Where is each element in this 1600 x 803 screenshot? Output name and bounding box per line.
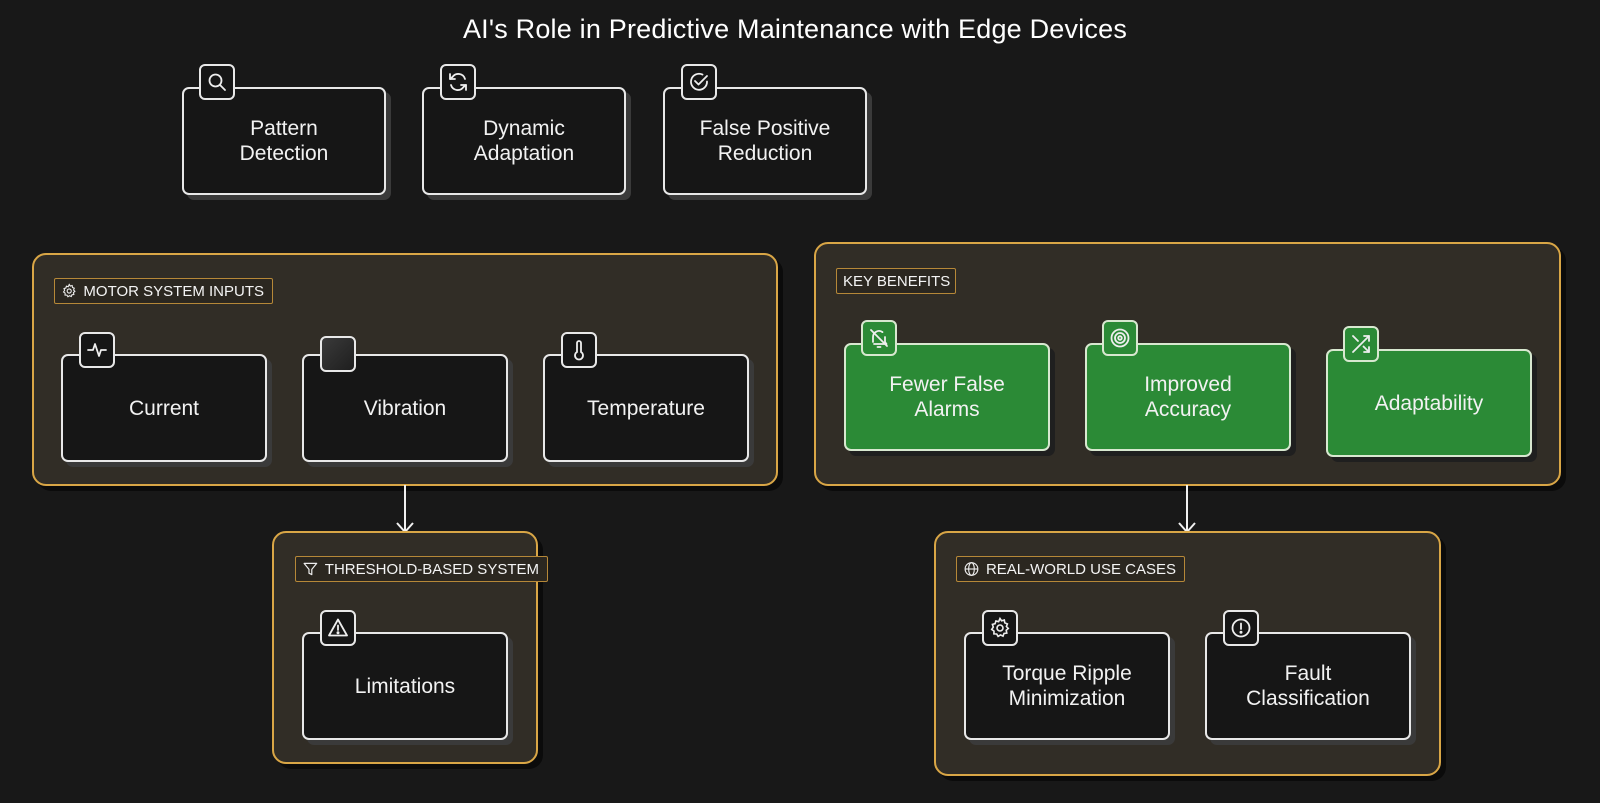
input-label: Current <box>128 396 200 420</box>
alert-circle-icon <box>1223 610 1259 646</box>
use-case-label: Fault Classification <box>1246 662 1370 710</box>
motor-system-inputs-label: MOTOR SYSTEM INPUTS <box>54 278 273 304</box>
arrow-inputs-to-threshold <box>396 485 414 533</box>
input-label: Temperature <box>587 396 705 420</box>
capability-card-dynamic-adaptation: Dynamic Adaptation <box>422 87 626 195</box>
shuffle-icon <box>1343 326 1379 362</box>
bell-off-icon <box>861 320 897 356</box>
threshold-based-system-label: THRESHOLD-BASED SYSTEM <box>295 556 548 582</box>
input-card-current: Current <box>61 354 267 462</box>
use-case-card-fault-classification: Fault Classification <box>1205 632 1411 740</box>
limitations-card: Limitations <box>302 632 508 740</box>
search-icon <box>199 64 235 100</box>
benefit-card-adaptability: Adaptability <box>1326 349 1532 457</box>
key-benefits-label: KEY BENEFITS <box>836 268 956 294</box>
square-icon <box>320 336 356 372</box>
use-case-card-torque-ripple-minimization: Torque Ripple Minimization <box>964 632 1170 740</box>
warning-icon <box>320 610 356 646</box>
thermometer-icon <box>561 332 597 368</box>
capability-card-pattern-detection: Pattern Detection <box>182 87 386 195</box>
limitations-label: Limitations <box>354 674 456 698</box>
real-world-use-cases-label: REAL-WORLD USE CASES <box>956 556 1185 582</box>
filter-icon <box>303 562 318 576</box>
arrow-benefits-to-use-cases <box>1178 485 1196 533</box>
benefit-label: Adaptability <box>1374 391 1484 415</box>
capability-card-false-positive-reduction: False Positive Reduction <box>663 87 867 195</box>
diagram-title: AI's Role in Predictive Maintenance with… <box>462 14 1128 44</box>
target-icon <box>1102 320 1138 356</box>
benefit-label: Improved Accuracy <box>1144 373 1232 421</box>
benefit-card-improved-accuracy: Improved Accuracy <box>1085 343 1291 451</box>
gear-icon <box>982 610 1018 646</box>
capability-label: False Positive Reduction <box>699 117 831 165</box>
check-circle-icon <box>681 64 717 100</box>
gear-icon <box>62 283 76 298</box>
capability-label: Dynamic Adaptation <box>473 117 575 165</box>
benefit-label: Fewer False Alarms <box>889 373 1005 421</box>
use-case-label: Torque Ripple Minimization <box>1002 662 1132 710</box>
globe-icon <box>964 562 979 576</box>
pulse-icon <box>79 332 115 368</box>
input-label: Vibration <box>363 396 447 420</box>
benefit-card-fewer-false-alarms: Fewer False Alarms <box>844 343 1050 451</box>
input-card-vibration: Vibration <box>302 354 508 462</box>
input-card-temperature: Temperature <box>543 354 749 462</box>
capability-label: Pattern Detection <box>239 117 329 165</box>
refresh-icon <box>440 64 476 100</box>
